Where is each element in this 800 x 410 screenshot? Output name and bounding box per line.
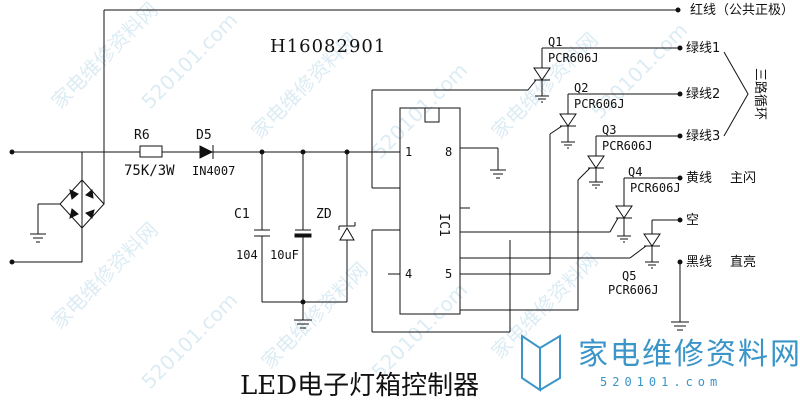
yellow-wire-label: 黄线	[686, 171, 712, 186]
watermark-text: 520101.com	[367, 278, 473, 384]
svg-text:ZD: ZD	[316, 207, 332, 222]
svg-text:R6: R6	[134, 128, 150, 143]
svg-text:8: 8	[445, 145, 452, 159]
resistor-r6: R6 75K/3W	[124, 128, 200, 179]
svg-text:75K/3W: 75K/3W	[124, 163, 175, 179]
svg-text:PCR606J: PCR606J	[608, 283, 659, 297]
svg-text:C1: C1	[234, 207, 250, 222]
svg-text:Q4: Q4	[628, 165, 642, 179]
green-wire-1-label: 绿线1	[686, 41, 720, 56]
scr-q3: Q3 PCR606J	[460, 123, 680, 311]
green-wire-3-label: 绿线3	[686, 129, 720, 144]
diode-d5: D5 IN4007	[192, 128, 392, 178]
svg-text:Q2: Q2	[574, 81, 588, 95]
scr-q5: Q5 PCR606J	[608, 219, 680, 297]
three-way-loop-label: 三路循环	[752, 68, 768, 120]
svg-text:PCR606J: PCR606J	[630, 181, 681, 195]
svg-text:Q1: Q1	[548, 35, 562, 49]
watermark-text: 520101.com	[137, 288, 243, 394]
svg-text:5: 5	[445, 267, 452, 281]
capacitor-c1: C1 104	[234, 152, 270, 302]
main-flash-label: 主闪	[730, 171, 756, 186]
steady-on-label: 直亮	[730, 254, 756, 270]
watermark-text: 家电维修资料网	[257, 258, 373, 374]
svg-text:PCR606J: PCR606J	[548, 51, 599, 65]
svg-text:Q3: Q3	[602, 123, 616, 137]
svg-text:PCR606J: PCR606J	[574, 97, 625, 111]
svg-text:D5: D5	[196, 128, 212, 143]
svg-text:1: 1	[405, 145, 412, 159]
model-number: H16082901	[270, 36, 386, 57]
svg-text:IN4007: IN4007	[192, 164, 235, 178]
svg-text:Q5: Q5	[622, 269, 636, 283]
svg-text:PCR606J: PCR606J	[602, 139, 653, 153]
logo-text: 家电维修资料网	[578, 337, 800, 372]
empty-terminal-label: 空	[686, 213, 699, 228]
ic-notch	[424, 107, 440, 123]
input-section	[9, 7, 681, 265]
book-icon	[521, 334, 541, 392]
scr-q1: Q1 PCR606J	[527, 35, 680, 103]
ic1-chip: IC1 1 8 4 5	[399, 107, 461, 315]
zener-diode: ZD	[316, 152, 356, 302]
scr-q4: Q4 PCR606J	[609, 165, 681, 243]
svg-text:4: 4	[405, 267, 412, 281]
logo-url: 520101.com	[600, 375, 722, 389]
scr-q2: Q2 PCR606J	[540, 81, 680, 275]
black-wire-label: 黑线	[686, 255, 712, 270]
loop-bracket	[723, 51, 749, 137]
site-logo: 家电维修资料网 520101.com	[521, 334, 800, 392]
diagram-title: LED电子灯箱控制器	[240, 371, 479, 401]
svg-text:10uF: 10uF	[270, 248, 299, 262]
watermark-text: 520101.com	[367, 58, 473, 164]
capacitor-10uf: 10uF	[270, 152, 312, 302]
watermark-text: 家电维修资料网	[47, 218, 163, 334]
svg-text:104: 104	[236, 248, 258, 262]
green-wire-2-label: 绿线2	[686, 87, 720, 102]
svg-text:IC1: IC1	[436, 213, 451, 236]
red-wire-label: 红线（公共正极）	[690, 2, 794, 18]
